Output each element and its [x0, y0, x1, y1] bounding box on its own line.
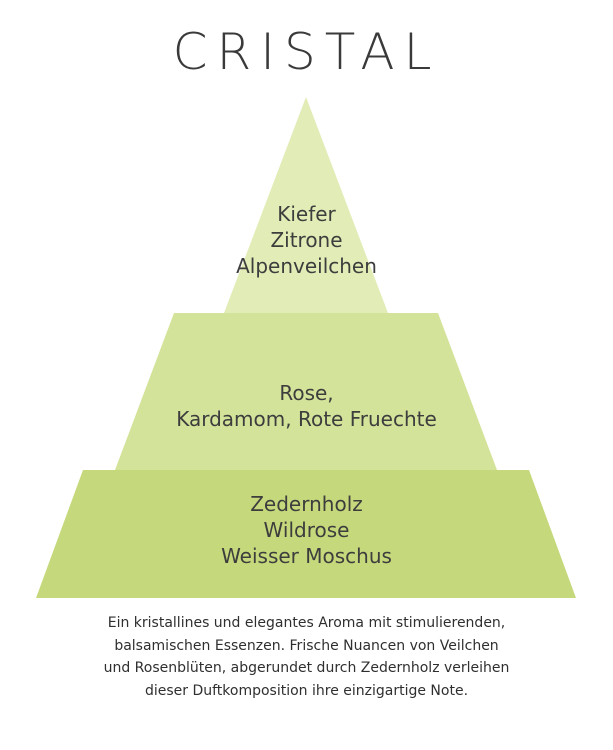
middle-notes: Rose, Kardamom, Rote Fruechte: [0, 380, 613, 432]
description-line: balsamischen Essenzen. Frische Nuancen v…: [114, 637, 499, 654]
pyramid-tier-middle: [115, 313, 497, 470]
pyramid-tier-base: [36, 470, 576, 598]
pyramid-title: CRISTAL: [172, 23, 441, 81]
note-label: Zitrone: [270, 228, 343, 252]
note-label: Kiefer: [277, 202, 336, 226]
note-label: Weisser Moschus: [221, 544, 392, 568]
fragrance-description: Ein kristallines und elegantes Aroma mit…: [30, 612, 583, 702]
note-label: Wildrose: [263, 518, 350, 542]
base-notes: Zedernholz Wildrose Weisser Moschus: [0, 491, 613, 569]
note-label: Kardamom, Rote Fruechte: [176, 407, 437, 431]
pyramid-tier-top: [224, 97, 388, 313]
note-label: Alpenveilchen: [236, 254, 377, 278]
description-line: und Rosenblüten, abgerundet durch Zedern…: [103, 660, 510, 676]
top-notes: Kiefer Zitrone Alpenveilchen: [0, 201, 613, 279]
note-label: Rose,: [279, 381, 334, 405]
description-line: Ein kristallines und elegantes Aroma mit…: [107, 615, 506, 631]
note-label: Zedernholz: [250, 492, 363, 516]
description-line: dieser Duftkomposition ihre einzigartige…: [144, 682, 469, 699]
